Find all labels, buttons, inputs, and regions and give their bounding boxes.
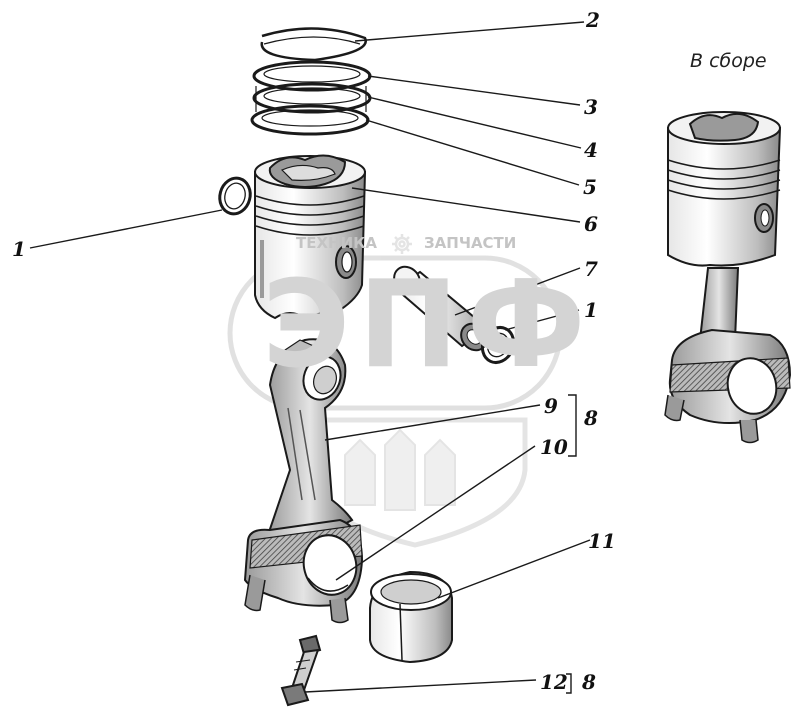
assembled-view — [664, 111, 792, 444]
piston-rings — [250, 27, 372, 136]
connecting-rod — [243, 338, 364, 624]
watermark-tagline-right: ЗАПЧАСТИ — [424, 234, 517, 252]
watermark-spikes — [344, 428, 456, 511]
callout-8-group: 8 — [584, 406, 598, 430]
callout-8-bolt: 8 — [582, 670, 596, 694]
callout-6: 6 — [584, 212, 598, 236]
callout-12: 12 — [540, 670, 568, 694]
retaining-ring-right — [480, 325, 516, 365]
callout-4: 4 — [584, 138, 598, 162]
callout-7: 7 — [584, 257, 598, 281]
callout-9: 9 — [544, 394, 558, 418]
rod-bolt — [280, 634, 322, 707]
callout-1-right: 1 — [584, 298, 598, 322]
leader-lines — [29, 21, 591, 694]
rod-big-end-bore — [302, 534, 358, 596]
watermark-gear-icon — [392, 234, 412, 254]
callout-3: 3 — [584, 95, 598, 119]
watermark-tagline-left: ТЕХНИКА — [296, 234, 378, 252]
retaining-ring-left — [218, 176, 252, 216]
callout-5: 5 — [583, 175, 597, 199]
callout-10: 10 — [540, 435, 568, 459]
piston — [254, 154, 367, 320]
bearing-shells — [369, 570, 453, 664]
callout-2: 2 — [586, 8, 600, 32]
watermark-frame — [227, 255, 563, 411]
callout-11: 11 — [588, 529, 616, 553]
callout-1-left: 1 — [12, 237, 26, 261]
ring-2 — [260, 27, 367, 62]
assembled-caption: В сборе — [690, 50, 767, 72]
watermark-brand: ЭПФ — [262, 256, 594, 395]
